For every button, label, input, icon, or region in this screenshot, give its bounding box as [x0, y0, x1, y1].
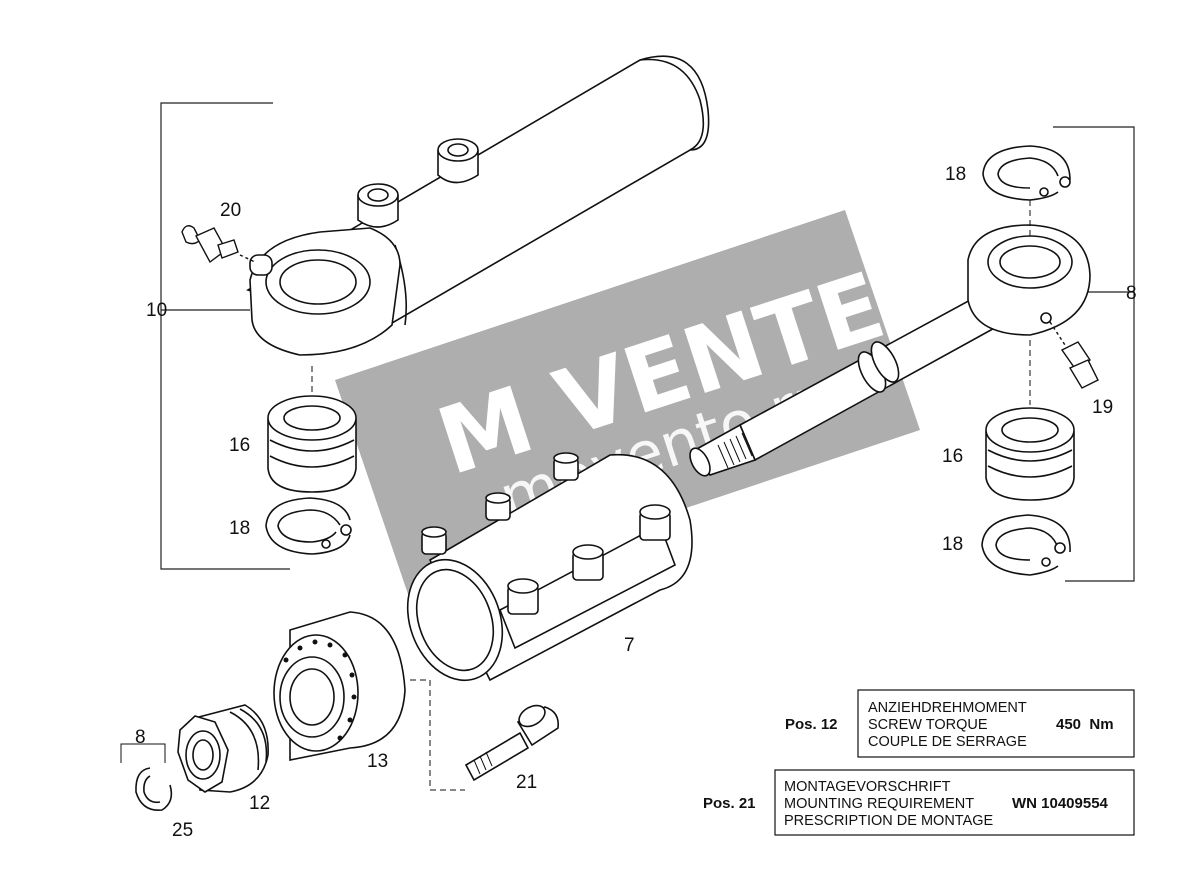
callout-19: 19 — [1092, 397, 1113, 418]
housing-part-13 — [273, 611, 406, 761]
cylinder-tube-part-10 — [246, 55, 710, 356]
callout-21: 21 — [516, 772, 537, 793]
mounting-value: WN 10409554 — [1012, 795, 1109, 812]
piston-rod-part-8 — [689, 224, 1091, 477]
callout-18-right-top: 18 — [945, 164, 966, 185]
callout-25: 25 — [172, 820, 193, 841]
callout-16-left: 16 — [229, 435, 250, 456]
callout-7: 7 — [624, 635, 635, 656]
callout-8-rod: 8 — [1126, 283, 1137, 304]
nut-part-12 — [177, 704, 269, 793]
callout-8-circlip: 8 — [135, 727, 146, 748]
callout-10: 10 — [146, 300, 167, 321]
callout-12: 12 — [249, 793, 270, 814]
callout-20: 20 — [220, 200, 241, 221]
callout-13: 13 — [367, 751, 388, 772]
grease-nipple-part-19 — [1049, 321, 1099, 389]
grease-nipple-part-20 — [181, 225, 256, 264]
bolt-part-21 — [464, 704, 560, 782]
callout-16-right: 16 — [942, 446, 963, 467]
torque-pos-label: Pos. 12 — [785, 716, 838, 733]
mounting-pos-label: Pos. 21 — [703, 795, 756, 812]
snap-ring-part-18-right-bottom — [981, 514, 1071, 576]
circlip-part-25 — [120, 743, 173, 811]
torque-line-1: ANZIEHDREHMOMENT — [868, 700, 1027, 716]
torque-spec-box: Pos. 12 ANZIEHDREHMOMENT SCREW TORQUE CO… — [785, 689, 1135, 758]
right-bracket — [1053, 126, 1135, 582]
clamp-part-7 — [406, 452, 693, 682]
bushing-part-16-right — [985, 407, 1075, 501]
clamp-bolts — [421, 452, 671, 615]
mounting-line-2: MOUNTING REQUIREMENT — [784, 796, 974, 812]
mounting-line-3: PRESCRIPTION DE MONTAGE — [784, 813, 994, 829]
callout-18-left: 18 — [229, 518, 250, 539]
torque-value: 450 Nm — [1056, 716, 1114, 733]
mounting-spec-box: Pos. 21 MONTAGEVORSCHRIFT MOUNTING REQUI… — [703, 769, 1135, 836]
callout-18-right-bottom: 18 — [942, 534, 963, 555]
mounting-line-1: MONTAGEVORSCHRIFT — [784, 779, 951, 795]
torque-line-2: SCREW TORQUE — [868, 717, 988, 733]
axis-line-bolt — [410, 679, 465, 791]
torque-line-3: COUPLE DE SERRAGE — [868, 734, 1027, 750]
snap-ring-part-18-right-top — [982, 145, 1071, 201]
left-bracket — [160, 102, 290, 570]
snap-ring-part-18-left — [265, 497, 352, 555]
bushing-part-16-left — [267, 395, 357, 493]
